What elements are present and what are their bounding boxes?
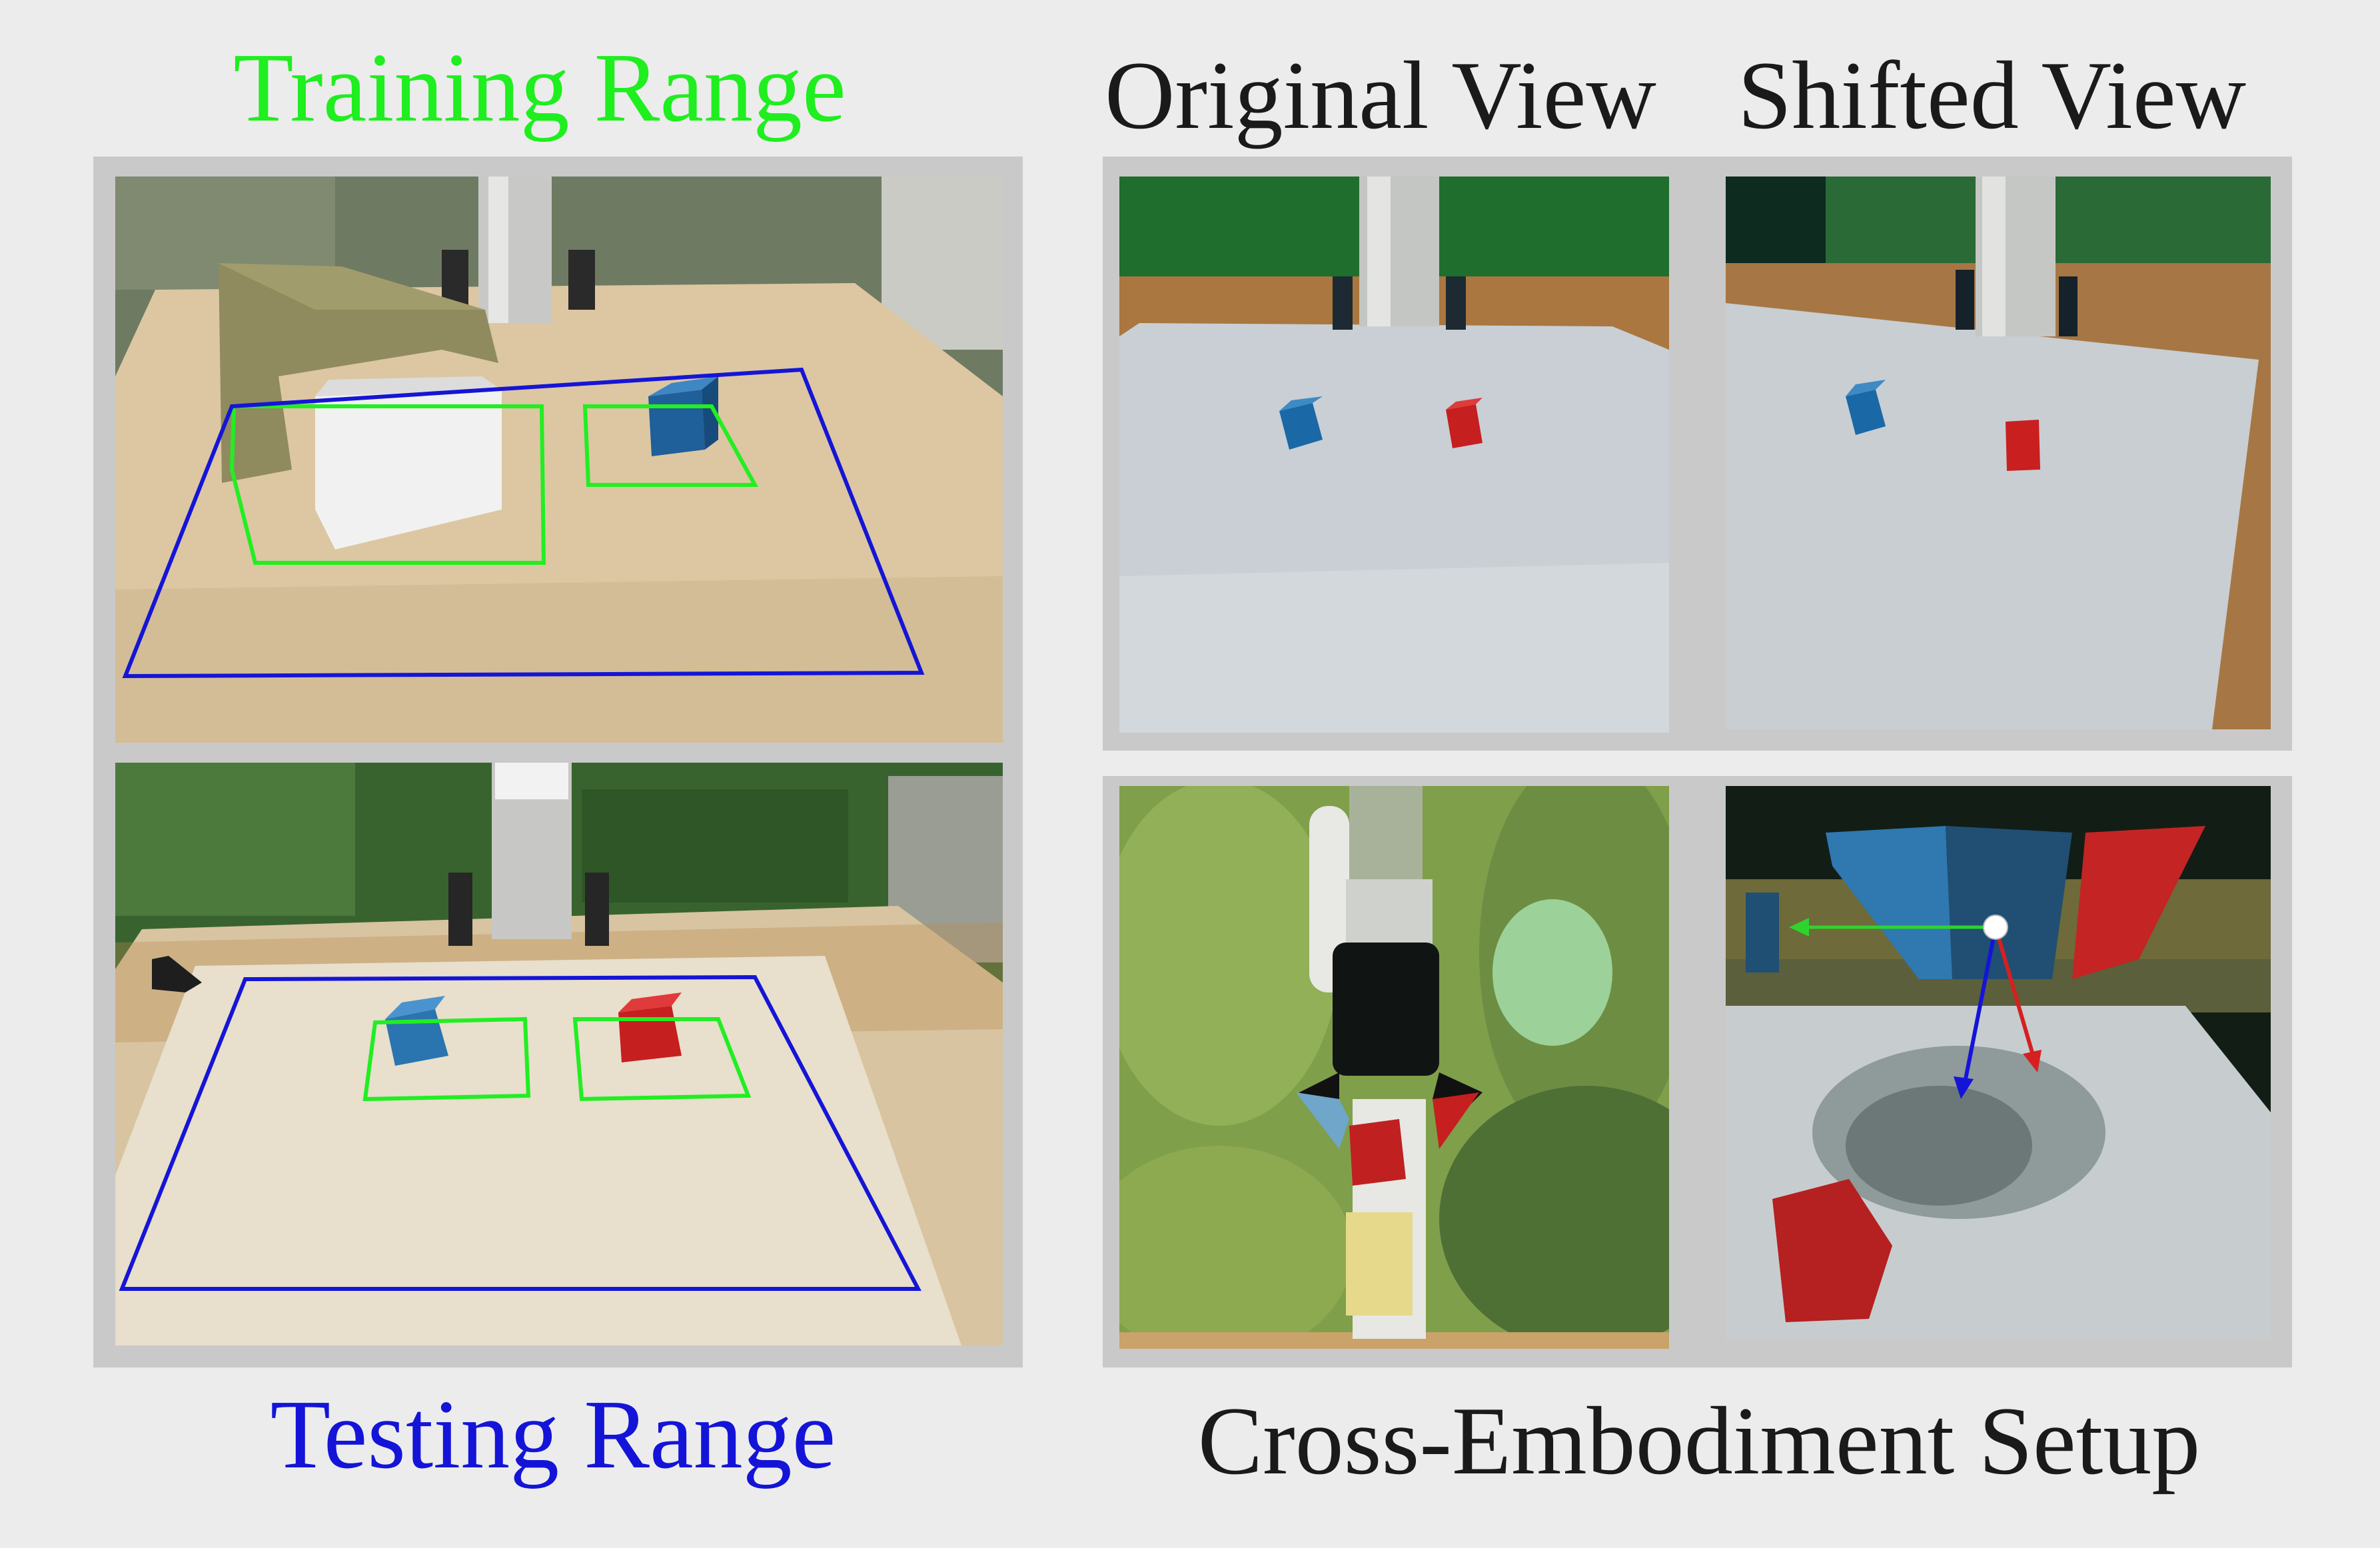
original-view-photo bbox=[1119, 177, 1669, 733]
original-view-caption: Original View bbox=[1105, 41, 1656, 149]
cross-embodiment-caption: Cross-Embodiment Setup bbox=[1197, 1387, 2201, 1495]
shifted-view-caption: Shifted View bbox=[1738, 41, 2247, 149]
training-range-caption: Training Range bbox=[233, 33, 846, 143]
shifted-view-photo bbox=[1726, 177, 2271, 729]
testing-photo bbox=[115, 763, 1003, 1346]
wrist-view-photo bbox=[1726, 786, 2271, 1340]
training-photo bbox=[115, 177, 1003, 743]
gripper-photo bbox=[1119, 786, 1669, 1349]
testing-range-caption: Testing Range bbox=[270, 1380, 836, 1489]
